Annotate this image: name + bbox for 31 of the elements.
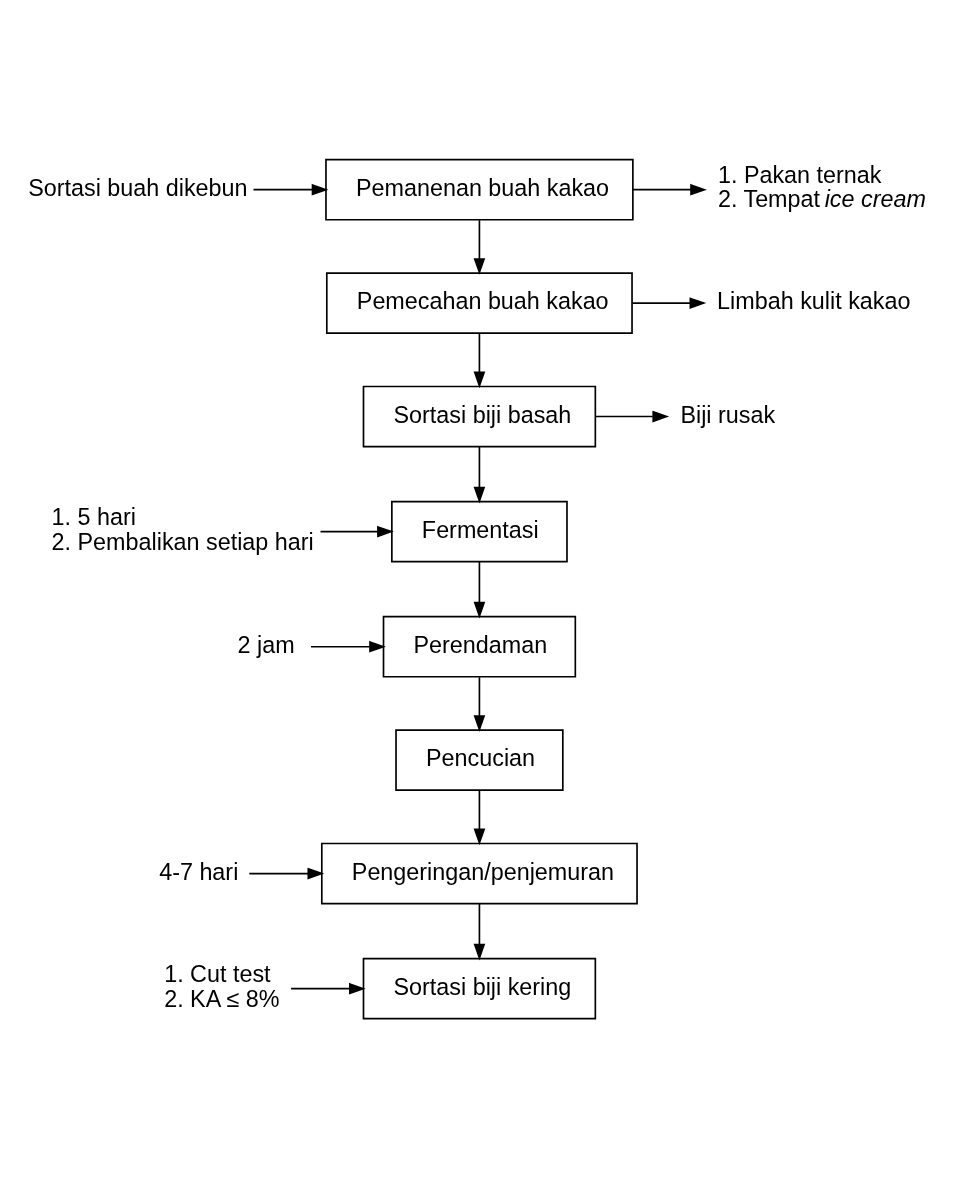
arrow [473,789,486,846]
arrow [473,446,486,504]
arrow [631,297,707,309]
node-text: Limbah kulit kakao [717,288,911,315]
node-text: 1. Pakan ternak 2. Tempat ice cream [717,162,926,212]
node-text: 2 jam [237,631,295,658]
arrow [473,903,486,961]
node-box: Sortasi biji basah [362,385,597,448]
arrow [473,219,486,275]
node-box: Pencucian [395,729,564,791]
arrow [252,183,329,196]
node-box: Pengeringan/penjemuran [320,842,638,905]
arrow [473,676,486,732]
node-box: Fermentasi [391,500,568,563]
arrow [632,183,707,196]
arrow [248,867,325,880]
arrow [594,410,670,423]
node-box: Pemecahan buah kakao [325,272,633,334]
arrow [473,561,486,619]
node-box: Perendaman [382,615,577,678]
arrow [310,640,386,653]
arrow [319,525,394,538]
node-box: Sortasi biji kering [362,957,597,1020]
node-text: 1. Cut test 2. KA ≤ 8% [164,961,280,1013]
node-text: Sortasi buah dikebun [28,174,248,201]
arrow [473,332,486,389]
node-text: 1. 5 hari 2. Pembalikan setiap hari [51,504,314,556]
node-text: 4-7 hari [159,858,239,885]
arrow [290,982,366,995]
node-box: Pemanenan buah kakao [325,158,634,221]
node-text: Biji rusak [680,401,776,428]
